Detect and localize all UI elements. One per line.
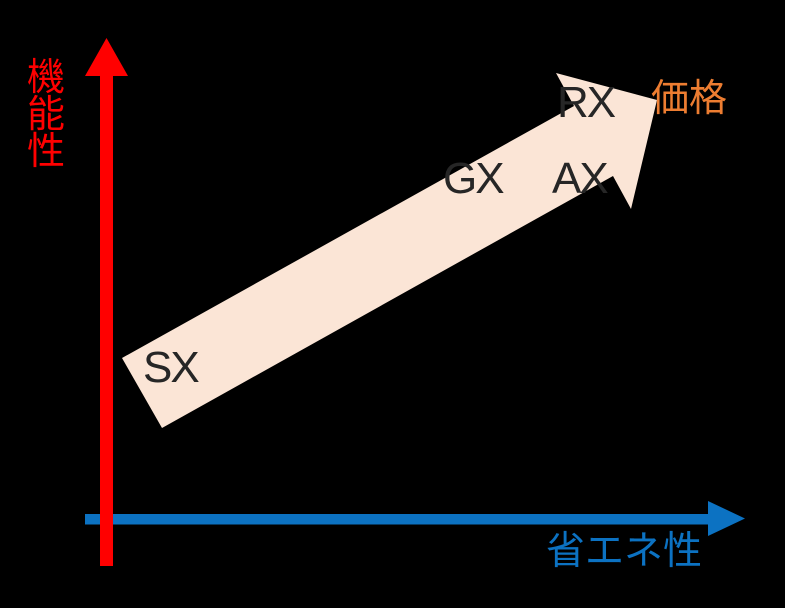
y-axis-arrow xyxy=(85,38,128,566)
x-axis-arrow xyxy=(85,501,745,536)
y-axis-label: 機 能 性 xyxy=(27,57,66,173)
series-label-gx: GX xyxy=(443,154,505,203)
series-label-sx: SX xyxy=(143,343,200,392)
x-axis-label: 省エネ性 xyxy=(546,530,703,573)
trend-arrow xyxy=(122,73,657,428)
series-label-rx: RX xyxy=(557,78,616,127)
series-label-ax: AX xyxy=(552,154,609,203)
price-label: 価格 xyxy=(651,78,728,120)
